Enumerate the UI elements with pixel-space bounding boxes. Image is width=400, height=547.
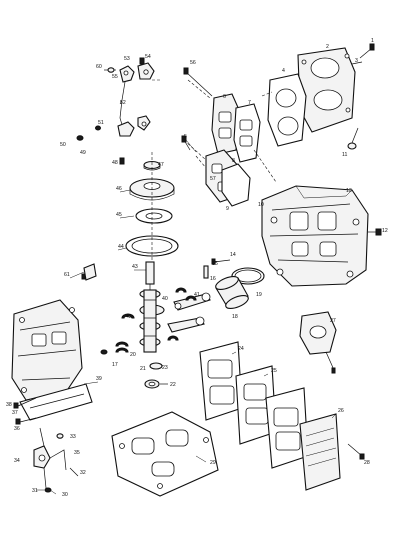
callout-11: 11 <box>342 152 347 158</box>
crankshaft-connecting-rod-assembly <box>100 261 211 389</box>
callout-28: 28 <box>364 460 370 466</box>
piston-assembly <box>203 258 265 310</box>
callout-1: 1 <box>371 38 374 44</box>
cover-gasket-stack <box>199 311 365 491</box>
callout-13: 13 <box>346 188 352 194</box>
callout-3: 3 <box>355 58 358 64</box>
flywheel-stator-assembly <box>119 152 179 262</box>
callout-2: 2 <box>326 44 329 50</box>
callout-labels: 1 2 3 4 5 6 7 8 9 10 11 12 13 14 15 16 1… <box>6 38 388 498</box>
callout-32: 32 <box>80 470 86 476</box>
callout-50: 50 <box>60 142 66 148</box>
callout-10: 10 <box>258 202 264 208</box>
callout-57: 57 <box>210 176 216 182</box>
callout-25: 25 <box>271 368 277 374</box>
callout-51: 51 <box>98 120 104 126</box>
callout-27: 27 <box>330 318 336 324</box>
callout-8: 8 <box>232 158 235 164</box>
callout-22: 22 <box>170 382 176 388</box>
callout-16: 16 <box>210 276 216 282</box>
callout-7: 7 <box>248 100 251 106</box>
callout-19: 19 <box>256 292 262 298</box>
callout-46: 46 <box>116 186 122 192</box>
callout-15: 15 <box>212 261 218 267</box>
callout-53: 53 <box>124 56 130 62</box>
callout-35: 35 <box>74 450 80 456</box>
callout-4: 4 <box>282 68 285 74</box>
callout-43: 43 <box>132 264 138 270</box>
callout-20: 20 <box>130 352 136 358</box>
callout-49: 49 <box>80 150 86 156</box>
crankcase-cover-left <box>11 263 97 493</box>
callout-48: 48 <box>112 160 118 166</box>
callout-12: 12 <box>382 228 388 234</box>
callout-23: 23 <box>162 365 168 371</box>
callout-40: 40 <box>162 296 168 302</box>
cylinder-block <box>261 185 382 287</box>
callout-14: 14 <box>230 252 236 258</box>
callout-18: 18 <box>232 314 238 320</box>
callout-44: 44 <box>118 244 124 250</box>
callout-30: 30 <box>62 492 68 498</box>
callout-61: 61 <box>64 272 70 278</box>
callout-47: 47 <box>158 162 164 168</box>
callout-52: 52 <box>120 100 126 106</box>
linkage-bracket-assembly <box>76 57 160 141</box>
callout-38: 38 <box>6 402 12 408</box>
callout-33: 33 <box>70 434 76 440</box>
callout-45: 45 <box>116 212 122 218</box>
callout-37: 37 <box>12 410 18 416</box>
callout-6: 6 <box>223 94 226 100</box>
callout-42: 42 <box>126 314 132 320</box>
callout-21: 21 <box>140 366 146 372</box>
cylinder-head-cover-assembly <box>181 43 375 207</box>
adapter-plate <box>111 411 219 497</box>
callout-17: 17 <box>112 362 118 368</box>
callout-54: 54 <box>145 54 151 60</box>
callout-31: 31 <box>32 488 38 494</box>
callout-39: 39 <box>96 376 102 382</box>
callout-55: 55 <box>112 74 118 80</box>
callout-36: 36 <box>14 426 20 432</box>
callout-29: 29 <box>210 460 216 466</box>
callout-5: 5 <box>184 134 187 140</box>
callout-56: 56 <box>190 60 196 66</box>
callout-60: 60 <box>96 64 102 70</box>
callout-26: 26 <box>338 408 344 414</box>
leader-lines <box>36 99 337 495</box>
callout-34: 34 <box>14 458 20 464</box>
callout-24: 24 <box>238 346 244 352</box>
callout-41: 41 <box>194 292 200 298</box>
callout-9: 9 <box>226 206 229 212</box>
